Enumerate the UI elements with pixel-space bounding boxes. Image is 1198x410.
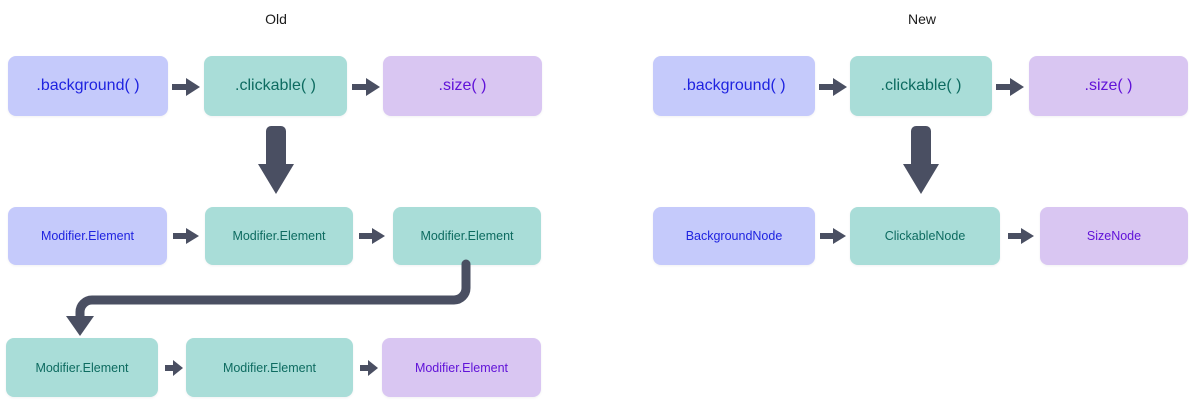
node-label: Modifier.Element xyxy=(222,360,317,375)
old-modifier-clickable[interactable]: .clickable( ) xyxy=(204,56,347,116)
old-element-1[interactable]: Modifier.Element xyxy=(8,207,167,265)
old-element-3[interactable]: Modifier.Element xyxy=(393,207,541,265)
node-label: BackgroundNode xyxy=(685,229,783,243)
new-node-background[interactable]: BackgroundNode xyxy=(653,207,815,265)
node-label: .size( ) xyxy=(1084,77,1133,94)
node-label: Modifier.Element xyxy=(420,229,514,243)
node-label: .clickable( ) xyxy=(235,77,316,94)
old-element-5[interactable]: Modifier.Element xyxy=(186,338,353,397)
node-label: Modifier.Element xyxy=(232,229,326,243)
node-label: .size( ) xyxy=(438,77,487,94)
old-element-6[interactable]: Modifier.Element xyxy=(382,338,541,397)
arrow-right-icon xyxy=(172,78,200,96)
node-label: .clickable( ) xyxy=(880,77,962,94)
old-element-4[interactable]: Modifier.Element xyxy=(6,338,158,397)
node-label: Modifier.Element xyxy=(414,360,509,375)
node-label: .background( ) xyxy=(682,77,786,94)
arrow-down-thick-icon xyxy=(903,126,939,194)
arrow-down-thick-icon xyxy=(258,126,294,194)
section-title-old: Old xyxy=(265,11,287,27)
new-node-size[interactable]: SizeNode xyxy=(1040,207,1188,265)
arrow-right-icon xyxy=(996,78,1024,96)
arrow-right-icon xyxy=(819,78,847,96)
new-node-clickable[interactable]: ClickableNode xyxy=(850,207,1000,265)
arrow-right-icon xyxy=(173,228,199,244)
section-title-new: New xyxy=(907,11,937,27)
new-modifier-clickable[interactable]: .clickable( ) xyxy=(850,56,992,116)
arrow-right-icon xyxy=(165,360,183,376)
arrow-right-icon xyxy=(352,78,380,96)
old-modifier-size[interactable]: .size( ) xyxy=(383,56,542,116)
new-modifier-size[interactable]: .size( ) xyxy=(1029,56,1188,116)
arrow-right-icon xyxy=(1008,228,1034,244)
old-modifier-background[interactable]: .background( ) xyxy=(8,56,168,116)
arrow-right-icon xyxy=(820,228,846,244)
new-modifier-background[interactable]: .background( ) xyxy=(653,56,815,116)
arrow-right-icon xyxy=(359,228,385,244)
node-label: SizeNode xyxy=(1086,229,1142,243)
old-element-2[interactable]: Modifier.Element xyxy=(205,207,353,265)
arrow-right-icon xyxy=(360,360,378,376)
node-label: Modifier.Element xyxy=(35,360,129,375)
wrap-around-arrow-icon xyxy=(66,259,471,336)
node-label: .background( ) xyxy=(36,77,140,94)
node-label: ClickableNode xyxy=(884,229,966,243)
node-label: Modifier.Element xyxy=(40,229,135,243)
